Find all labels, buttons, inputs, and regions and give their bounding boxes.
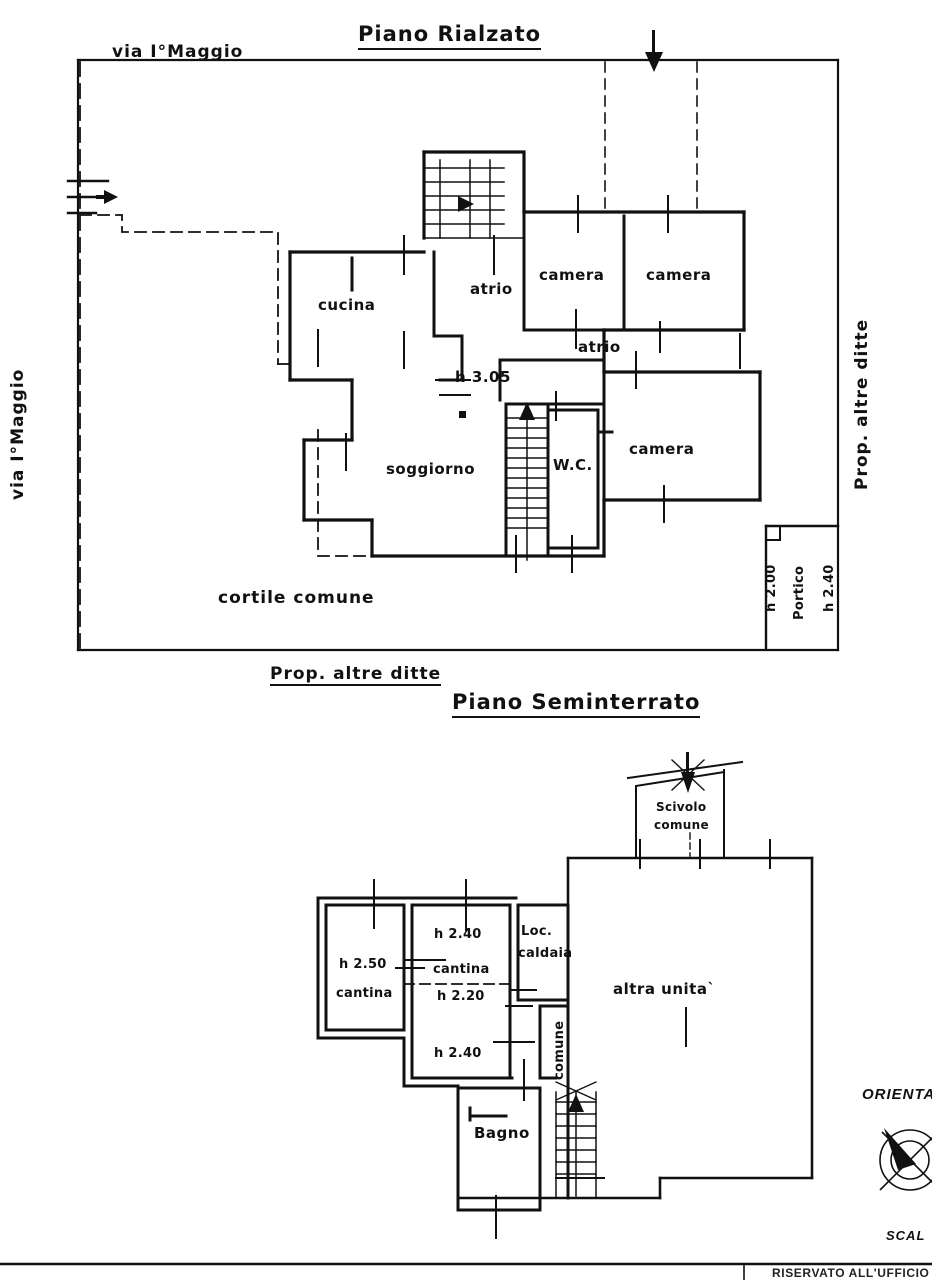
- basement-walls: [316, 896, 570, 1212]
- interior-walls-upper: [350, 210, 626, 558]
- other-unit-label: altra unita`: [613, 980, 716, 998]
- boundary-label-bottom: Prop. altre ditte: [270, 664, 442, 686]
- room-label-camera-3: camera: [629, 440, 695, 458]
- scale-label: SCAL: [886, 1228, 926, 1243]
- cantina-2-label: cantina: [433, 962, 490, 977]
- cantina-3-height: h 2.20: [437, 989, 485, 1004]
- ramp-arrow: [681, 752, 695, 793]
- building-outline-upper: [288, 150, 762, 558]
- room-label-atrio-upper: atrio: [470, 280, 513, 298]
- room-label-camera-1: camera: [539, 266, 605, 284]
- stair-top-arrow: [458, 196, 474, 212]
- lower-plan-title: Piano Seminterrato: [452, 690, 701, 718]
- portico-outline: [764, 524, 840, 650]
- stair-center-arrow: [519, 402, 535, 420]
- room-label-cucina: cucina: [318, 296, 376, 314]
- ceiling-height-upper: h 3.05: [455, 368, 511, 386]
- boundary-label-right: Prop. altre ditte: [852, 318, 872, 490]
- street-label-top: via I°Maggio: [112, 42, 244, 62]
- ramp-label-line2: comune: [654, 818, 709, 832]
- room-label-camera-2: camera: [646, 266, 712, 284]
- courtyard-label: cortile comune: [218, 588, 375, 608]
- footer-strip: [0, 1262, 932, 1280]
- projection-lines-top: [604, 61, 698, 216]
- common-corridor-label: comune: [552, 1020, 567, 1080]
- dashed-courtyard-line: [79, 214, 373, 557]
- reserved-office-text: RISERVATO ALL'UFFICIO: [772, 1266, 930, 1280]
- top-arrow: [645, 30, 663, 72]
- portico-height-left: h 2.00: [764, 564, 779, 612]
- ramp-tick: [671, 759, 705, 857]
- stair-basement-break: [555, 1081, 597, 1101]
- openings-upper: [317, 195, 741, 573]
- entry-marks: [66, 179, 110, 215]
- stair-center: [507, 411, 547, 561]
- bagno-fixture: [468, 1106, 508, 1122]
- stair-basement-arrow: [568, 1094, 584, 1112]
- stair-top: [423, 159, 525, 239]
- cantina-2-height: h 2.40: [434, 927, 482, 942]
- boiler-room-label-line2: caldaia: [518, 946, 573, 961]
- entry-arrow: [96, 190, 118, 204]
- portico-label: Portico: [792, 565, 807, 620]
- room-label-atrio-lower: atrio: [578, 338, 621, 356]
- orientation-label: ORIENTA: [862, 1086, 932, 1103]
- cantina-1-label: cantina: [336, 986, 393, 1001]
- cantina-4-height: h 2.40: [434, 1046, 482, 1061]
- ramp-scivolo: [626, 760, 744, 857]
- portico-height-right: h 2.40: [822, 564, 837, 612]
- room-label-wc: W.C.: [553, 456, 593, 474]
- room-label-soggiorno: soggiorno: [386, 460, 476, 478]
- soggiorno-marker: [459, 411, 466, 418]
- compass-rose-icon: [879, 1128, 932, 1191]
- bagno-label: Bagno: [474, 1124, 530, 1142]
- street-label-left: via I°Maggio: [8, 368, 28, 500]
- ramp-label-line1: Scivolo: [656, 800, 707, 814]
- boiler-room-label-line1: Loc.: [521, 924, 553, 939]
- openings-basement: [373, 839, 771, 1239]
- cantina-1-height: h 2.50: [339, 957, 387, 972]
- upper-plan-title: Piano Rialzato: [358, 22, 542, 50]
- lot-boundary-upper: [76, 58, 840, 652]
